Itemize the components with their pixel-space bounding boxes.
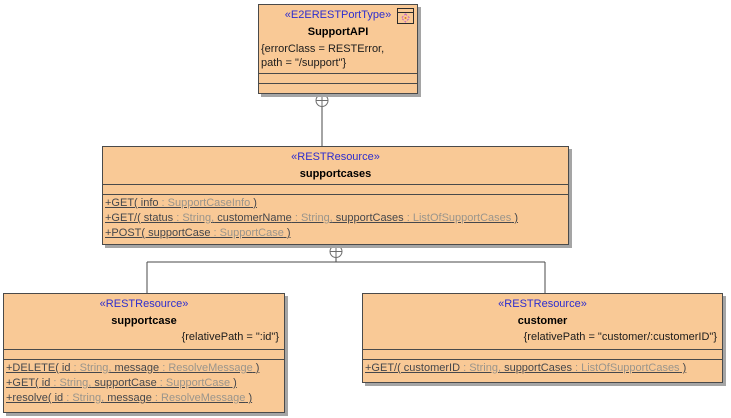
operation-segment: message	[111, 362, 160, 374]
operation-segment: : String,	[173, 212, 215, 224]
operations-compartment[interactable]	[259, 83, 417, 93]
connector-supportcases-children[interactable]	[146, 245, 546, 294]
operation-segment: : String,	[50, 377, 92, 389]
operation-segment: : String,	[291, 212, 333, 224]
class-box-supportcase[interactable]: «RESTResource» supportcase {relativePath…	[3, 293, 285, 413]
property-string: {relativePath = ":id"}	[181, 331, 279, 343]
operation-segment: )	[245, 392, 253, 404]
stereotype-label: «RESTResource»	[99, 298, 189, 310]
class-name-label: SupportAPI	[307, 26, 369, 38]
operation-row[interactable]: +POST( supportCase : SupportCase )	[103, 226, 568, 241]
operation-segment: +POST( supportCase	[105, 227, 211, 239]
operation-segment: : SupportCase	[156, 377, 231, 389]
name-compartment-supportapi: «E2ERESTPortType» SupportAPI {errorClass…	[259, 5, 417, 73]
attributes-compartment[interactable]	[259, 73, 417, 83]
stereotype-label: «RESTResource»	[291, 151, 380, 163]
operations-compartment[interactable]: +GET/( customerID : String, supportCases…	[363, 359, 722, 382]
operation-row[interactable]: +GET( info : SupportCaseInfo )	[103, 196, 568, 211]
operation-segment: )	[679, 362, 687, 374]
property-line: path = "/support"}	[261, 57, 347, 69]
containment-crosshair-circle-icon	[315, 94, 329, 107]
class-name-label: customer	[517, 315, 568, 327]
class-box-supportapi[interactable]: «E2ERESTPortType» SupportAPI {errorClass…	[258, 4, 418, 94]
attributes-compartment[interactable]	[103, 184, 568, 194]
operation-segment: supportCases	[501, 362, 572, 374]
operation-segment: supportCase	[91, 377, 157, 389]
operation-segment: : ListOfSupportCases	[571, 362, 680, 374]
operation-row[interactable]: +GET/( customerID : String, supportCases…	[363, 361, 722, 376]
property-string: {relativePath = "customer/:customerID"}	[523, 331, 717, 343]
operation-segment: )	[250, 197, 257, 209]
class-box-customer[interactable]: «RESTResource» customer {relativePath = …	[362, 293, 723, 383]
operation-segment: : SupportCase	[210, 227, 284, 239]
operation-row[interactable]: +GET/( status : String, customerName : S…	[103, 211, 568, 226]
operation-segment: message	[104, 392, 152, 404]
class-name-label: supportcase	[111, 315, 177, 327]
property-line: {errorClass = RESTError,	[261, 43, 385, 55]
operation-segment: : SupportCaseInfo	[158, 197, 251, 209]
class-name-label: supportcases	[299, 168, 372, 180]
operation-segment: +resolve( id	[6, 392, 64, 404]
attributes-compartment[interactable]	[363, 349, 722, 359]
operation-segment: )	[230, 377, 237, 389]
operation-segment: : ResolveMessage	[159, 362, 253, 374]
operation-segment: )	[252, 362, 260, 374]
operation-segment: : String,	[70, 362, 112, 374]
operation-segment: : String,	[63, 392, 105, 404]
operation-row[interactable]: +GET( id : String, supportCase : Support…	[4, 376, 284, 391]
operation-segment: +GET( info	[105, 197, 159, 209]
operation-segment: : ListOfSupportCases	[403, 212, 512, 224]
operations-compartment[interactable]: +GET( info : SupportCaseInfo )+GET/( sta…	[103, 194, 568, 244]
operation-segment: )	[283, 227, 291, 239]
name-compartment-supportcases: «RESTResource» supportcases	[103, 147, 568, 184]
stereotype-label: «RESTResource»	[498, 298, 587, 310]
operation-row[interactable]: +DELETE( id : String, message : ResolveM…	[4, 361, 284, 376]
operation-segment: : String,	[460, 362, 502, 374]
operation-segment: supportCases	[332, 212, 404, 224]
connector-supportapi-supportcases[interactable]	[315, 94, 329, 147]
operations-compartment[interactable]: +DELETE( id : String, message : ResolveM…	[4, 359, 284, 412]
attributes-compartment[interactable]	[4, 349, 284, 359]
operation-segment: +GET/( status	[105, 212, 174, 224]
operation-segment: +DELETE( id	[6, 362, 71, 374]
class-box-supportcases[interactable]: «RESTResource» supportcases +GET( info :…	[102, 146, 569, 245]
name-compartment-supportcase: «RESTResource» supportcase {relativePath…	[4, 294, 284, 349]
stereotype-label: «E2ERESTPortType»	[284, 9, 392, 21]
property-string: {errorClass = RESTError, path = "/suppor…	[259, 39, 417, 70]
operation-segment: +GET( id	[6, 377, 51, 389]
operation-segment: : ResolveMessage	[151, 392, 246, 404]
operation-segment: customerName	[214, 212, 292, 224]
operation-segment: )	[511, 212, 519, 224]
name-compartment-customer: «RESTResource» customer {relativePath = …	[363, 294, 722, 349]
operation-row[interactable]: +resolve( id : String, message : Resolve…	[4, 391, 284, 406]
operation-segment: +GET/( customerID	[365, 362, 461, 374]
port-type-component-icon	[397, 8, 414, 24]
containment-crosshair-circle-icon	[329, 245, 343, 258]
